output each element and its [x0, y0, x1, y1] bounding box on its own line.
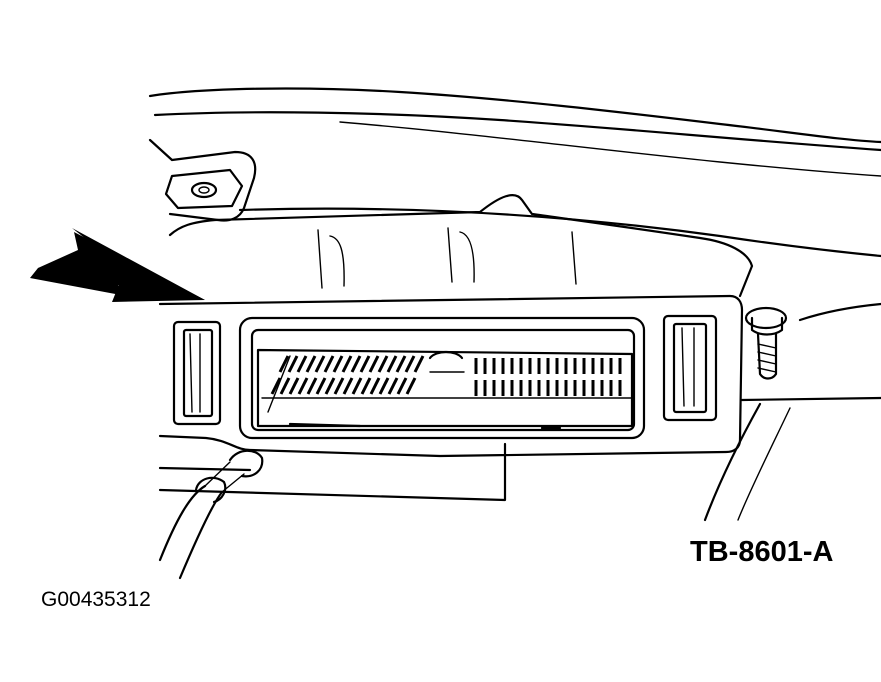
- dashboard-top-contour: [148, 87, 881, 177]
- electronic-module: [238, 316, 646, 440]
- connector-pin: [404, 355, 416, 373]
- connector-pin: [378, 377, 390, 395]
- connector-pin: [405, 377, 417, 395]
- graphic-code-label: G00435312: [41, 588, 151, 611]
- mounting-bolt: [744, 306, 788, 380]
- vent-left: [172, 320, 222, 426]
- wire-harness: [158, 449, 264, 580]
- connector-pin: [369, 377, 381, 395]
- connector-pin: [324, 377, 336, 395]
- connector-pin: [351, 377, 363, 395]
- connector-pin: [342, 377, 354, 395]
- connector-pin: [305, 355, 317, 373]
- connector-pin: [360, 377, 372, 395]
- upper-housing: [168, 194, 881, 298]
- connector-pin: [323, 355, 335, 373]
- connector-latch: [428, 350, 465, 373]
- connector-pin: [287, 355, 299, 373]
- connector-pin: [395, 355, 407, 373]
- connector-pin: [306, 377, 318, 395]
- figure-id-label: TB-8601-A: [690, 536, 834, 568]
- connector-pin: [341, 355, 353, 373]
- connector-pin: [297, 377, 309, 395]
- connector-pin: [314, 355, 326, 373]
- connector-pin: [350, 355, 362, 373]
- connector-pin: [333, 377, 345, 395]
- connector-pins: [270, 355, 622, 396]
- connector-pin: [359, 355, 371, 373]
- connector-pin: [270, 377, 282, 395]
- connector-pin: [296, 355, 308, 373]
- connector-pin: [332, 355, 344, 373]
- connector-pin: [279, 377, 291, 395]
- connector-pin: [278, 355, 290, 373]
- connector-pin: [413, 355, 425, 373]
- pointer-arrow: [30, 228, 205, 302]
- right-body-panel: [703, 302, 881, 522]
- connector-pin: [396, 377, 408, 395]
- connector-pin: [315, 377, 327, 395]
- connector-pin: [377, 355, 389, 373]
- connector-pin: [387, 377, 399, 395]
- connector-pin: [288, 377, 300, 395]
- connector-pin: [368, 355, 380, 373]
- vent-right: [662, 314, 718, 422]
- connector-pin: [386, 355, 398, 373]
- mounting-bracket-left: [148, 138, 257, 222]
